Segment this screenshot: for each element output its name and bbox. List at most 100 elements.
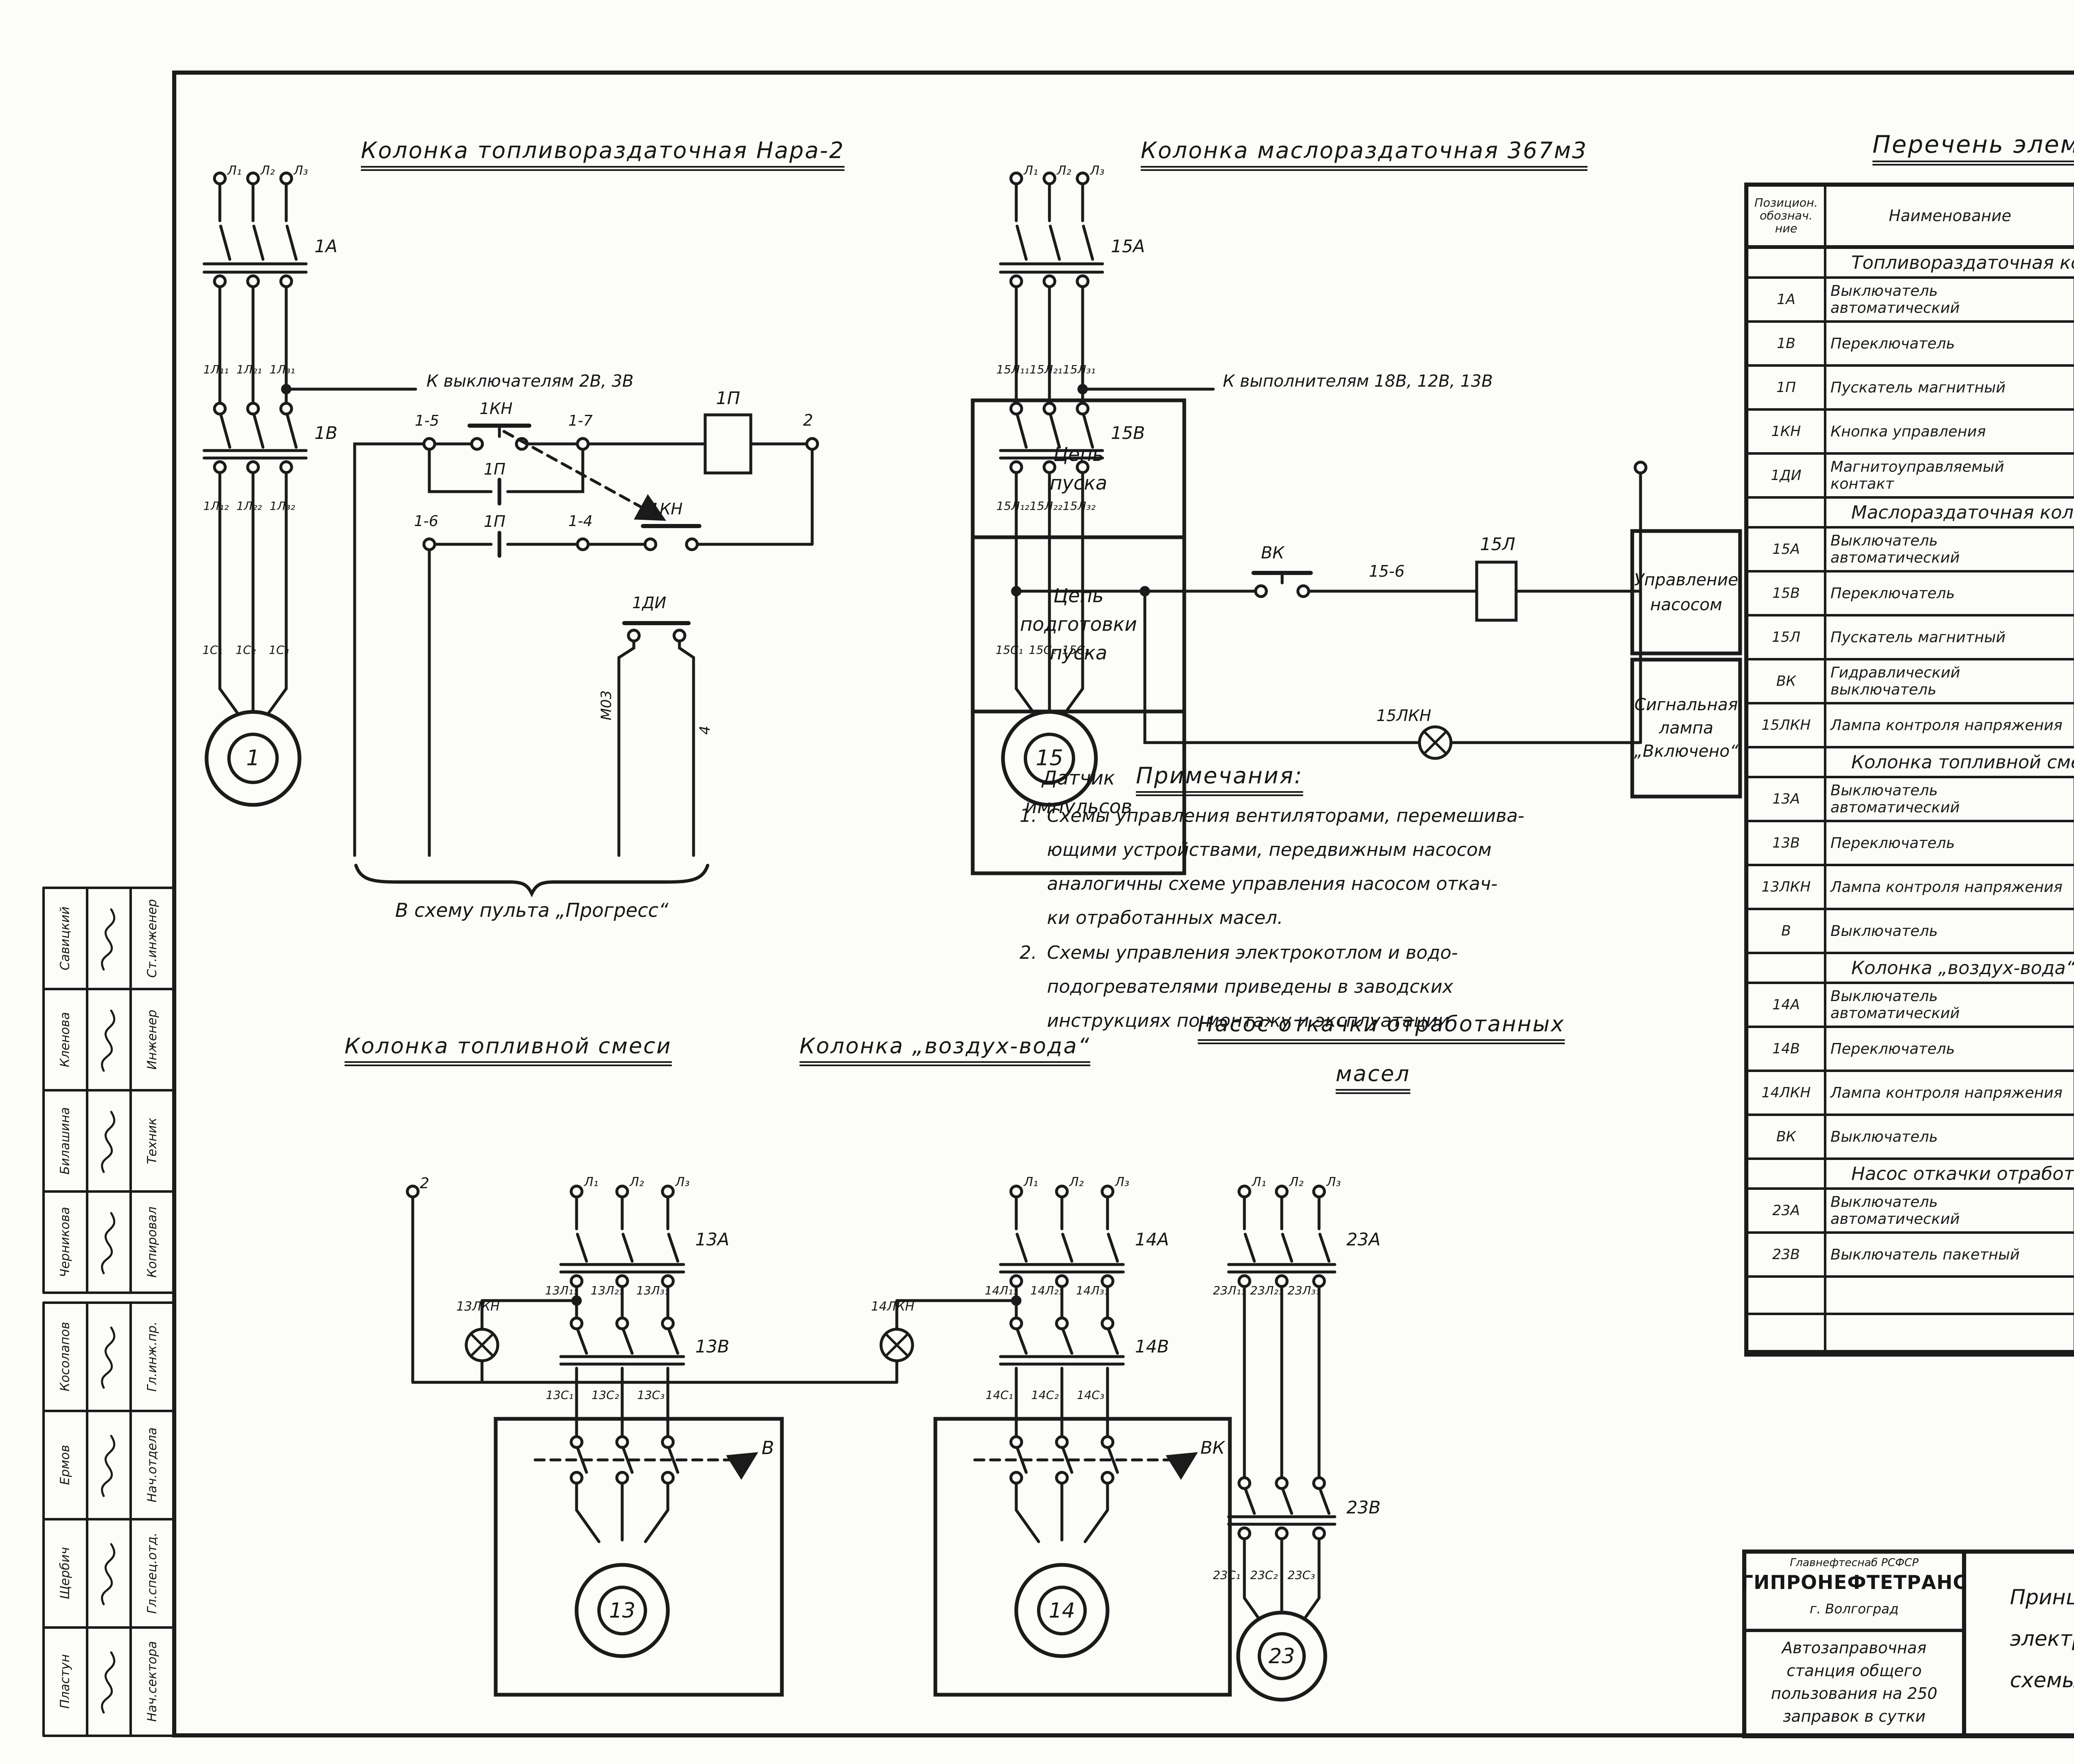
cell-name: Пускатель магнитный (1826, 367, 2074, 408)
wire-label: 14С₃ (1077, 1388, 1105, 1402)
cell-pos: В (1748, 910, 1826, 952)
terminal-label: 1-6 (414, 513, 438, 530)
sch4-lines (879, 1184, 1232, 1697)
table-section-row: Насос откачки отработанных масел (1748, 1160, 2074, 1190)
stamp-name: Косолапов (58, 1322, 73, 1391)
wire-label: 23Л₁₁ (1213, 1284, 1246, 1297)
table-section-row: Колонка топливной смеси (1748, 748, 2074, 778)
wire-label: 13С₁ (546, 1388, 574, 1402)
phase-label: Л₃ (675, 1175, 690, 1189)
terminal-label: 1-7 (568, 412, 593, 429)
phase-label: Л₁ (1252, 1175, 1266, 1189)
sch1-lines (202, 171, 1186, 897)
wire-label: 1Л₂₁ (236, 363, 262, 376)
motor-number: 23 (1268, 1644, 1295, 1668)
section-title: Топливораздаточная колонка Нара-2 (1851, 252, 2074, 273)
wire-label: 13С₂ (592, 1388, 619, 1402)
lamp-label: 15ЛКН (1376, 707, 1431, 725)
cell-name: Выключатель автоматический (1826, 1190, 2074, 1231)
wire-label: 15Л₁₁ (996, 363, 1030, 376)
button-label: 1КН (480, 400, 513, 418)
sch5-lines (1227, 1184, 1336, 1702)
titleblock-borders (1742, 1550, 2074, 1738)
table-row: ВКВыключатель1колонка (1748, 1116, 2074, 1160)
brace-caption: В схему пульта „Прогресс“ (395, 899, 669, 921)
cell-pos: 1КН (1748, 411, 1826, 452)
lamp-label: 13ЛКН (456, 1299, 500, 1314)
switch-label: 14В (1135, 1336, 1169, 1357)
stamp-name: Черникова (58, 1207, 73, 1277)
parts-table: Позицион. обознач. ние Наименование Тип … (1744, 183, 2074, 1357)
sch3-lines (406, 1184, 898, 1697)
phase-label: Л₃ (1090, 163, 1105, 178)
note-line: Схемы управления электрокотлом и водо- (1047, 942, 1458, 963)
cell-pos (1748, 249, 1826, 276)
phase-label: Л₃ (294, 163, 308, 178)
table-section-row: Топливораздаточная колонка Нара-2 (1748, 249, 2074, 279)
circuit-box-label: Управление насосом (1634, 570, 1738, 614)
cell-name: Пускатель магнитный (1826, 616, 2074, 658)
stamp-role: Гл.спец.отд. (145, 1532, 160, 1614)
coil-label: 15Л (1480, 534, 1516, 554)
phase-label: Л₂ (1057, 163, 1071, 178)
stamp-name: Кленова (58, 1012, 73, 1067)
stamp-grid (42, 887, 175, 1737)
frame (172, 71, 2074, 1737)
terminal-label: 1-5 (415, 412, 439, 429)
parts-table-header: Позицион. обознач. ние Наименование Тип … (1748, 187, 2074, 249)
cell-name: Переключатель (1826, 573, 2074, 614)
phase-label: Л₁ (584, 1175, 599, 1189)
terminal-label: 1-4 (568, 513, 593, 530)
stamp-role: Нач.отдела (145, 1427, 160, 1503)
phase-label: Л₃ (1327, 1175, 1341, 1189)
cell-pos: 15Л (1748, 616, 1826, 658)
switch-label: 1В (314, 423, 338, 443)
sch4-title: Колонка „воздух-вода“ (799, 1035, 1091, 1066)
cell-pos (1748, 1315, 1826, 1350)
switch-label: 23В (1346, 1497, 1381, 1518)
stamp-role: Инженер (145, 1009, 160, 1070)
cell-pos: 14ЛКН (1748, 1072, 1826, 1113)
note-number: 1. (1020, 805, 1037, 826)
phase-label: Л₁ (227, 163, 242, 178)
cell-pos: 13ЛКН (1748, 866, 1826, 908)
cell-name: Лампа контроля напряжения (1826, 704, 2074, 746)
wire-label: 13С₃ (637, 1388, 665, 1402)
cell-pos: 1ДИ (1748, 455, 1826, 496)
phase-label: Л₁ (1024, 163, 1038, 178)
section-title: Колонка топливной смеси (1851, 751, 2074, 773)
wire-label: 23С₂ (1250, 1568, 1278, 1582)
wire-label: 15С₃ (1062, 643, 1090, 657)
wire-label: 13Л₁₁ (545, 1284, 578, 1297)
cell-pos (1748, 954, 1826, 982)
sch5-title-line1: Насос откачки отработанных (1198, 1013, 1565, 1044)
breaker-label: 15А (1111, 236, 1145, 256)
contact-label: 1КН (650, 500, 683, 518)
wire-label: 15-6 (1369, 562, 1405, 580)
wire-label: 14Л₁₁ (985, 1284, 1018, 1297)
terminal-label: 2 (803, 411, 813, 429)
cell-pos: ВК (1748, 660, 1826, 702)
wire-label: 15Л₃₁ (1063, 363, 1096, 376)
wire-label: 14Л₂₁ (1030, 1284, 1064, 1297)
cell-name: Лампа контроля напряжения (1826, 1072, 2074, 1113)
cell-name: Переключатель (1826, 822, 2074, 864)
motor-number: 15 (1035, 746, 1064, 771)
terminal-label: 2 (420, 1175, 429, 1192)
table-row: 13ВПереключательПЕ-022~500В, 6А1—″— (1748, 822, 2074, 866)
cell-name: Выключатель (1826, 1116, 2074, 1157)
contact-label: 1П (484, 512, 506, 531)
table-empty-row (1748, 1315, 2074, 1352)
sch3-title: Колонка топливной смеси (344, 1035, 672, 1066)
stamp-name: Билашина (58, 1107, 73, 1175)
notes-heading: Примечания: (1136, 764, 1303, 796)
